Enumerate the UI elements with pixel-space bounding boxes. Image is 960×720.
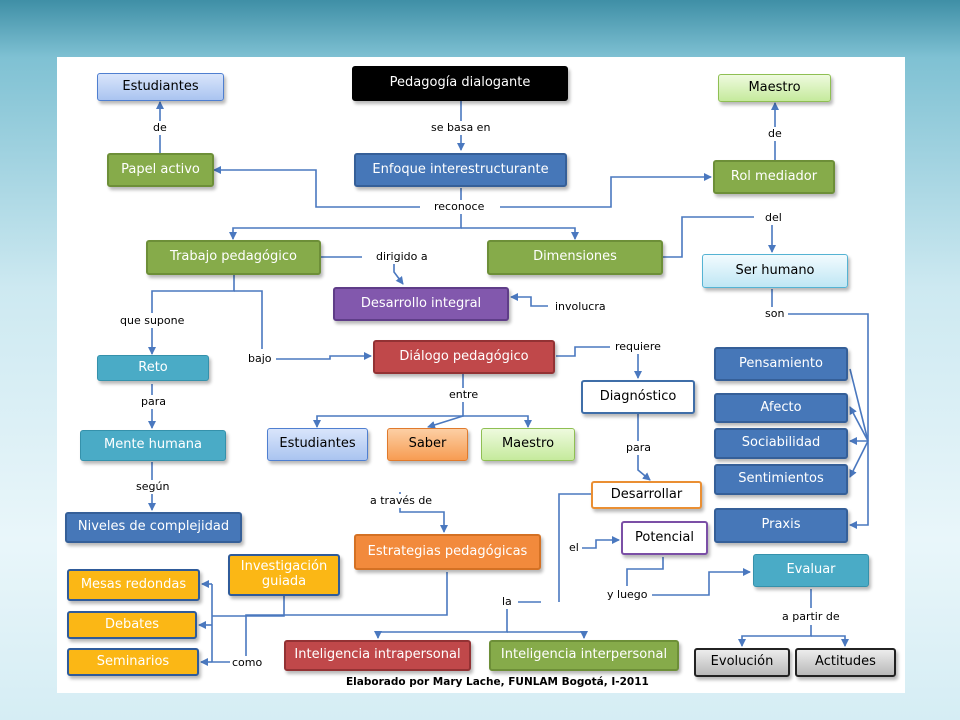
link-label-de: de	[766, 127, 784, 141]
node-papel-activo[interactable]: Papel activo	[107, 153, 214, 187]
link-label-de: de	[151, 121, 169, 135]
node-evolucion[interactable]: Evolución	[694, 648, 790, 677]
link-label-que-supone: que supone	[118, 314, 187, 328]
link-label-como: como	[230, 656, 265, 670]
link-label-el: el	[567, 541, 581, 555]
node-pensamiento[interactable]: Pensamiento	[714, 347, 848, 381]
node-maestro-mid[interactable]: Maestro	[481, 428, 575, 461]
node-pedagogia-dialogante[interactable]: Pedagogía dialogante	[352, 66, 568, 101]
node-actitudes[interactable]: Actitudes	[795, 648, 896, 677]
node-trabajo-pedagogico[interactable]: Trabajo pedagógico	[146, 240, 321, 275]
node-dimensiones[interactable]: Dimensiones	[487, 240, 663, 275]
node-evaluar[interactable]: Evaluar	[753, 554, 869, 587]
node-potencial[interactable]: Potencial	[621, 521, 708, 555]
node-enfoque-interestructurante[interactable]: Enfoque interestructurante	[354, 153, 567, 187]
node-estudiantes-top[interactable]: Estudiantes	[97, 73, 224, 101]
link-label-son: son	[763, 307, 787, 321]
node-ser-humano[interactable]: Ser humano	[702, 254, 848, 288]
node-investigacion-guiada[interactable]: Investigación guiada	[228, 554, 340, 596]
node-desarrollar[interactable]: Desarrollar	[591, 481, 702, 509]
node-niveles-complejidad[interactable]: Niveles de complejidad	[65, 512, 242, 543]
link-label-dirigido-a: dirigido a	[374, 250, 430, 264]
link-label-segun: según	[134, 480, 172, 494]
link-label-involucra: involucra	[553, 300, 608, 314]
link-label-entre: entre	[447, 388, 481, 402]
link-label-y-luego: y luego	[605, 588, 650, 602]
node-sentimientos[interactable]: Sentimientos	[714, 464, 848, 495]
link-label-para: para	[139, 395, 168, 409]
node-estrategias-pedagogicas[interactable]: Estrategias pedagógicas	[354, 534, 541, 570]
node-mente-humana[interactable]: Mente humana	[80, 430, 226, 461]
node-seminarios[interactable]: Seminarios	[67, 648, 199, 676]
link-label-bajo: bajo	[246, 352, 274, 366]
node-diagnostico[interactable]: Diagnóstico	[581, 380, 695, 414]
node-inteligencia-intrapersonal[interactable]: Inteligencia intrapersonal	[284, 640, 471, 671]
link-label-para: para	[624, 441, 653, 455]
link-label-requiere: requiere	[613, 340, 663, 354]
link-label-del: del	[763, 211, 784, 225]
node-dialogo-pedagogico[interactable]: Diálogo pedagógico	[373, 340, 555, 374]
node-maestro-top[interactable]: Maestro	[718, 74, 831, 102]
node-estudiantes-mid[interactable]: Estudiantes	[267, 428, 368, 461]
node-afecto[interactable]: Afecto	[714, 393, 848, 423]
node-praxis[interactable]: Praxis	[714, 508, 848, 543]
node-saber[interactable]: Saber	[387, 428, 468, 461]
node-desarrollo-integral[interactable]: Desarrollo integral	[333, 287, 509, 321]
node-inteligencia-interpersonal[interactable]: Inteligencia interpersonal	[489, 640, 679, 671]
link-label-a-traves-de: a través de	[368, 494, 435, 508]
link-label-a-partir-de: a partir de	[780, 610, 842, 624]
link-label-se-basa-en: se basa en	[429, 121, 493, 135]
credit-text: Elaborado por Mary Lache, FUNLAM Bogotá,…	[346, 676, 649, 688]
node-mesas-redondas[interactable]: Mesas redondas	[67, 569, 200, 601]
node-debates[interactable]: Debates	[67, 611, 197, 639]
link-label-reconoce: reconoce	[432, 200, 487, 214]
node-sociabilidad[interactable]: Sociabilidad	[714, 428, 848, 459]
link-label-la: la	[500, 595, 514, 609]
node-reto[interactable]: Reto	[97, 355, 209, 381]
node-rol-mediador[interactable]: Rol mediador	[713, 160, 835, 194]
